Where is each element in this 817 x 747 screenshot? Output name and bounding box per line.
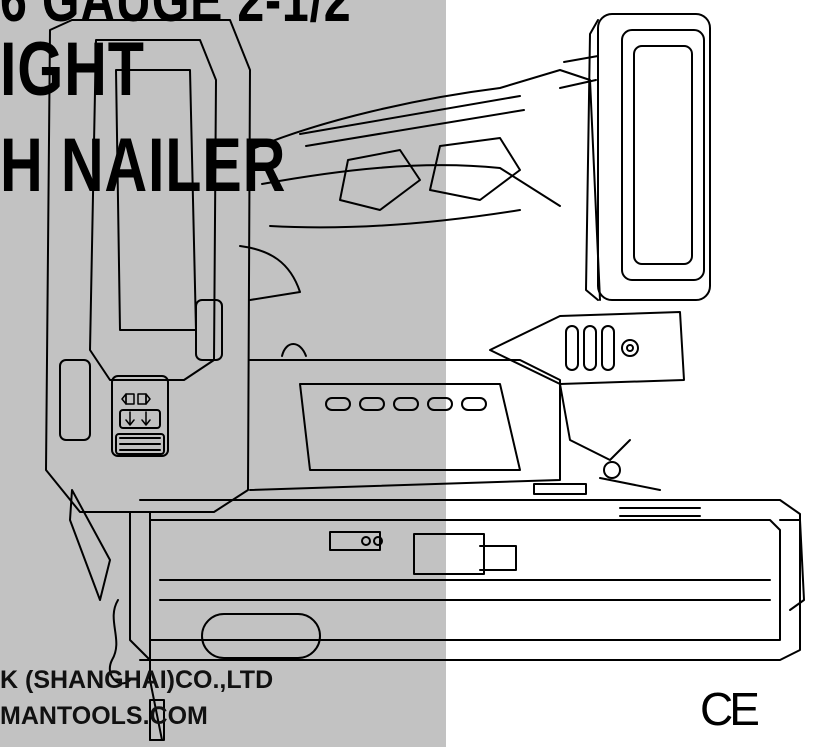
title-line-2: IGHT [0, 27, 145, 112]
footer-company-name: K (SHANGHAI)CO.,LTD [0, 666, 274, 694]
battery-latch [489, 311, 685, 491]
depth-adjust-icon [121, 393, 151, 426]
title-line-1: 6 GAUGE 2-1/2 [0, 0, 352, 35]
battery-pack [559, 13, 711, 301]
mid-body [249, 343, 587, 495]
footer-website: MANTOOLS.COM [0, 702, 208, 730]
handle [239, 69, 601, 301]
magazine [139, 499, 805, 661]
gray-background-panel [0, 0, 446, 747]
title-line-3: H NAILER [0, 123, 287, 208]
nose-driver [69, 489, 165, 741]
motor-housing [45, 19, 251, 513]
ce-certification-mark: CE [700, 683, 760, 735]
